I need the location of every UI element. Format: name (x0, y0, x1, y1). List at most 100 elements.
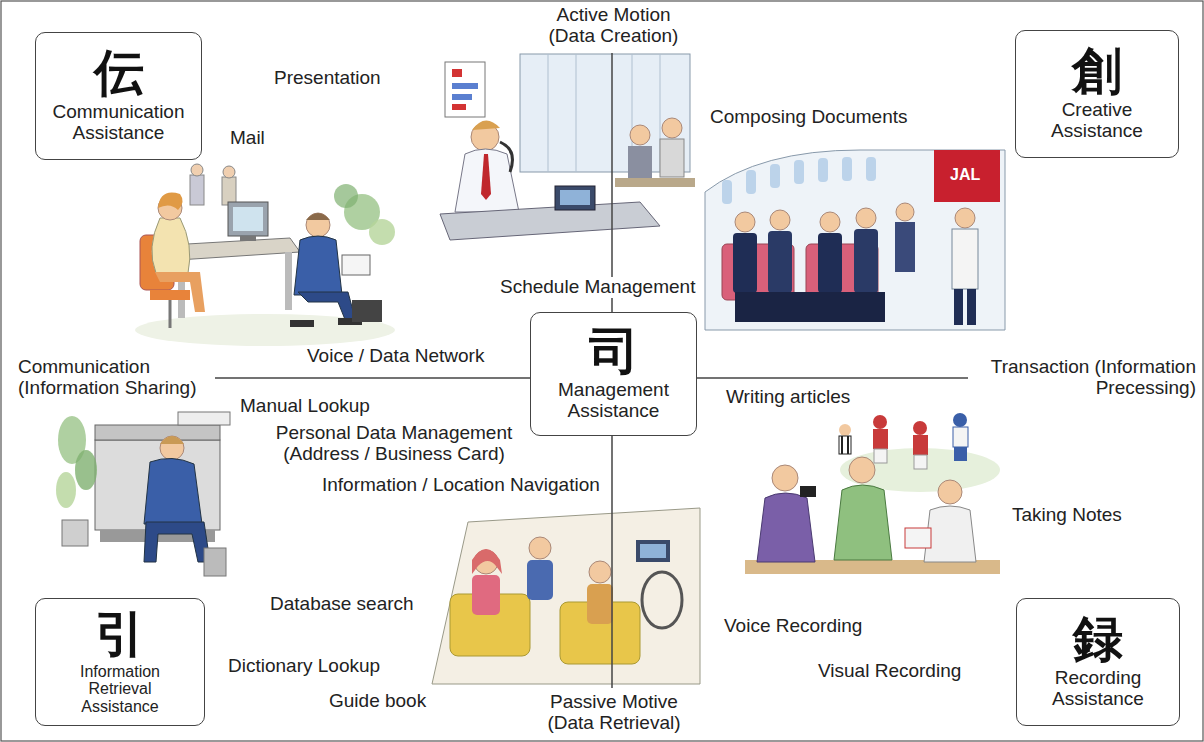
office-mail-scene-shape (334, 184, 358, 208)
phone-office-scene-shape (440, 202, 660, 240)
activity-label: Writing articles (724, 387, 852, 408)
car-navigation-scene-shape (432, 508, 700, 684)
activity-label: Schedule Management (498, 277, 697, 298)
activity-label: Active Motion (Data Creation) (539, 5, 688, 47)
airplane-cabin-scene-shape (722, 180, 732, 204)
office-mail-scene-shape (285, 252, 292, 310)
phone-office-scene-shape (548, 54, 549, 172)
quadrant-axes-shape (611, 53, 613, 312)
football-spectators-scene-shape (954, 447, 967, 461)
airplane-cabin-scene-shape (854, 229, 878, 293)
quadrant-axes-shape (215, 377, 530, 379)
office-mail-scene-shape (191, 164, 203, 176)
football-spectators-scene-shape (873, 429, 888, 449)
assistance-box: 司Management Assistance (530, 312, 697, 436)
box-caption: Recording Assistance (1025, 668, 1171, 710)
copier-scene-shape (62, 520, 88, 546)
box-caption: Communication Assistance (44, 102, 193, 144)
airplane-cabin-scene-shape (934, 150, 1000, 202)
office-mail-scene-shape (150, 290, 190, 300)
car-navigation-scene-shape (589, 561, 611, 583)
phone-office-scene-shape (576, 54, 577, 172)
office-mail-scene-shape (352, 300, 382, 322)
activity-label: Communication (Information Sharing) (16, 357, 212, 399)
office-mail-scene (135, 164, 395, 346)
office-mail-scene-shape (306, 213, 330, 237)
airplane-cabin-scene-shape (733, 233, 757, 293)
box-caption: Information Retrieval Assistance (60, 663, 180, 716)
football-spectators-scene-shape (913, 435, 928, 455)
activity-label: Voice / Data Network (305, 346, 486, 367)
airplane-cabin-scene-shape (952, 229, 978, 289)
football-spectators-scene-shape (914, 455, 927, 469)
phone-office-scene-shape (662, 118, 682, 138)
airplane-cabin-scene-shape (768, 231, 792, 293)
copier-scene-shape (144, 522, 210, 562)
copier-scene-shape (56, 472, 76, 508)
banner-text: JAL (948, 166, 982, 184)
kanji-symbol: 創 (1072, 46, 1122, 96)
kanji-symbol: 録 (1073, 614, 1123, 664)
airplane-cabin-scene-shape (818, 158, 828, 182)
car-navigation-scene (432, 508, 700, 684)
activity-label: Personal Data Management (Address / Busi… (266, 423, 522, 465)
airplane-cabin-scene-shape (896, 203, 914, 221)
phone-office-scene-shape (628, 146, 652, 180)
football-spectators-scene-shape (800, 486, 816, 497)
box-caption: Creative Assistance (1024, 100, 1170, 142)
phone-office-scene-shape (452, 94, 472, 100)
activity-label: Database search (268, 594, 416, 615)
airplane-cabin-scene-shape (866, 157, 876, 181)
airplane-cabin-scene-shape (746, 170, 756, 194)
football-spectators-scene-shape (839, 424, 851, 436)
copier-scene-shape (95, 440, 220, 530)
phone-office-scene-shape (630, 125, 650, 145)
assistance-box: 引Information Retrieval Assistance (35, 598, 205, 726)
airplane-cabin-scene-shape (770, 210, 790, 230)
office-mail-scene-shape (228, 202, 268, 236)
assistance-box: 伝Communication Assistance (35, 32, 202, 160)
car-navigation-scene-shape (640, 544, 666, 558)
copier-scene-shape (178, 412, 230, 425)
airplane-cabin-scene-shape (705, 150, 1005, 330)
office-mail-scene-shape (240, 236, 256, 241)
copier-scene-shape (95, 425, 220, 440)
airplane-cabin-scene-shape (770, 164, 780, 188)
activity-label: Composing Documents (708, 107, 909, 128)
airplane-cabin-scene-shape (820, 212, 840, 232)
office-mail-scene-shape (152, 218, 190, 273)
football-spectators-scene-shape (834, 485, 892, 560)
office-mail-scene-shape (190, 175, 204, 205)
activity-label: Guide book (327, 691, 428, 712)
office-mail-scene-shape (158, 193, 183, 210)
airplane-cabin-scene-shape (818, 233, 842, 293)
football-spectators-scene-shape (938, 480, 962, 504)
airplane-cabin-scene-shape (735, 292, 885, 322)
football-spectators-scene (745, 413, 1000, 574)
box-caption: Management Assistance (539, 380, 688, 422)
copier-scene-shape (75, 450, 97, 490)
airplane-cabin-scene-shape (735, 212, 755, 232)
football-spectators-scene-shape (757, 493, 815, 562)
office-mail-scene-shape (290, 320, 314, 327)
quadrant-axes (215, 53, 968, 688)
activity-label: Information / Location Navigation (320, 475, 602, 496)
phone-office-scene-shape (555, 186, 595, 210)
airplane-cabin-scene-shape (856, 208, 876, 228)
car-navigation-scene-shape (472, 549, 502, 574)
phone-office-scene-shape (500, 142, 512, 172)
airplane-cabin-scene-shape (794, 160, 804, 184)
car-navigation-scene-shape (529, 537, 551, 559)
football-spectators-scene-shape (924, 506, 976, 562)
car-navigation-scene-shape (527, 560, 553, 600)
copier-scene-shape (204, 548, 226, 576)
football-spectators-scene-shape (913, 421, 927, 435)
activity-label: Manual Lookup (238, 396, 372, 417)
office-mail-scene-shape (294, 236, 342, 295)
office-mail-scene-shape (369, 219, 395, 245)
phone-office-scene-shape (455, 149, 519, 212)
airplane-cabin-scene-shape (967, 289, 976, 325)
football-spectators-scene-shape (953, 413, 967, 427)
